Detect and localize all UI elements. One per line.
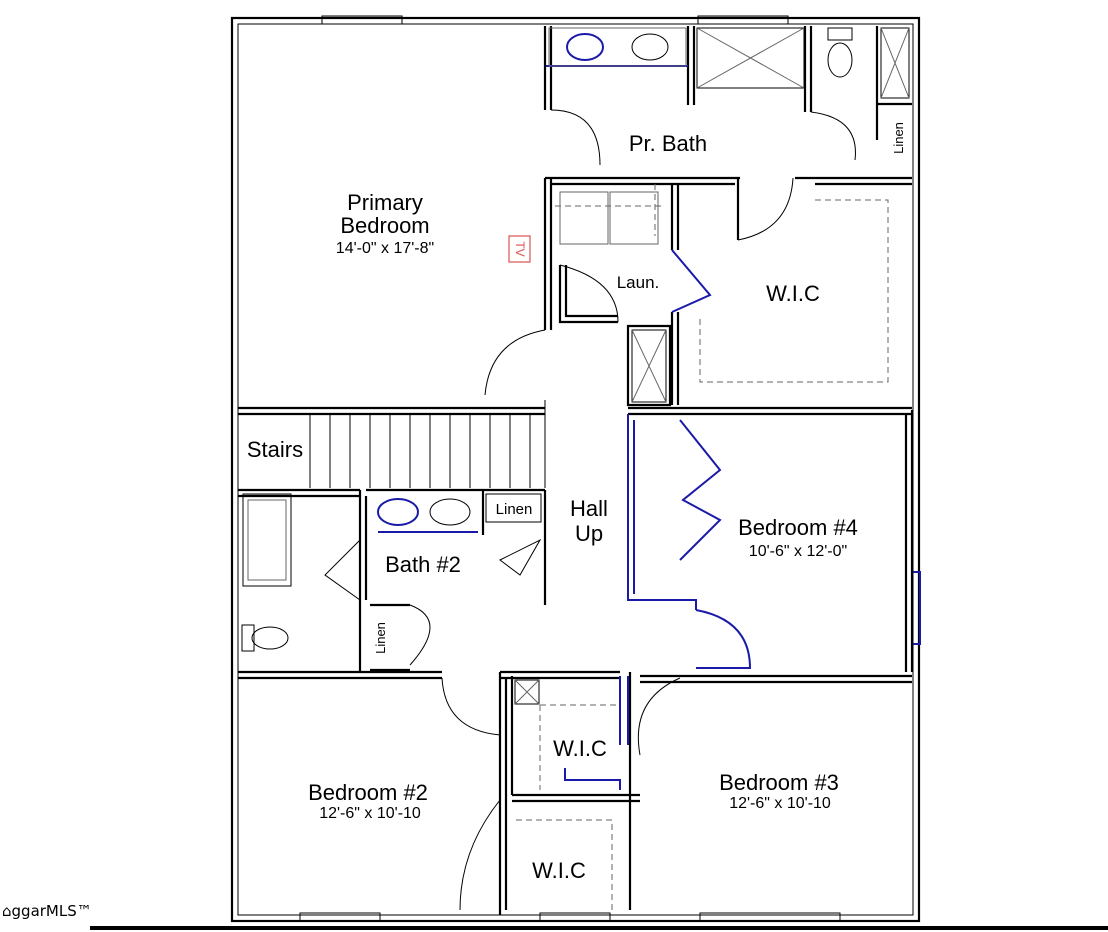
door-swings <box>324 109 856 911</box>
stairs-label: Stairs <box>247 437 303 462</box>
mls-logo: ⌂ggarMLS™ <box>2 902 92 920</box>
hall-label: Hall <box>570 496 608 521</box>
shower-icon <box>696 27 805 89</box>
laundry-label: Laun. <box>617 273 660 292</box>
bedroom3-label: Bedroom #3 <box>719 770 839 795</box>
primary-bedroom-label: Primary <box>347 190 423 215</box>
bath2-label: Bath #2 <box>385 552 461 577</box>
bedroom2-label: Bedroom #2 <box>308 780 428 805</box>
bathtub-icon <box>242 493 292 587</box>
house-icon: ⌂ <box>2 902 12 920</box>
primary-bedroom-label-2: Bedroom <box>340 213 429 238</box>
sink-icon <box>566 33 604 61</box>
sink-icon <box>377 498 419 526</box>
toilet-icon <box>827 42 853 78</box>
hall-up-label: Up <box>575 521 603 546</box>
sink-icon <box>631 33 669 61</box>
linen-hall-label: Linen <box>373 622 388 654</box>
tv-symbol: TV <box>508 235 531 263</box>
bedroom2-size: 12'-6" x 10'-10 <box>319 805 421 822</box>
wic-top-label: W.I.C <box>766 281 820 306</box>
linen-bath2-label: Linen <box>496 501 533 518</box>
toilet-icon <box>251 626 289 650</box>
bedroom3-size: 12'-6" x 10'-10 <box>729 795 831 812</box>
linen-top-label: Linen <box>891 122 906 154</box>
primary-bath-label: Pr. Bath <box>629 131 707 156</box>
stairs <box>309 400 546 488</box>
interior-walls <box>238 26 914 915</box>
tv-label: TV <box>513 241 527 256</box>
dryer-icon <box>609 191 659 245</box>
washer-icon <box>559 191 609 245</box>
wic-bottom-label: W.I.C <box>532 858 586 883</box>
wic-mid-label: W.I.C <box>553 736 607 761</box>
bedroom4-label: Bedroom #4 <box>738 515 858 540</box>
logo-text: ggarMLS™ <box>11 902 92 920</box>
sink-icon <box>429 498 471 526</box>
primary-bedroom-size: 14'-0" x 17'-8" <box>336 240 434 257</box>
fixtures <box>241 27 910 910</box>
bedroom4-size: 10'-6" x 12'-0" <box>749 543 847 560</box>
